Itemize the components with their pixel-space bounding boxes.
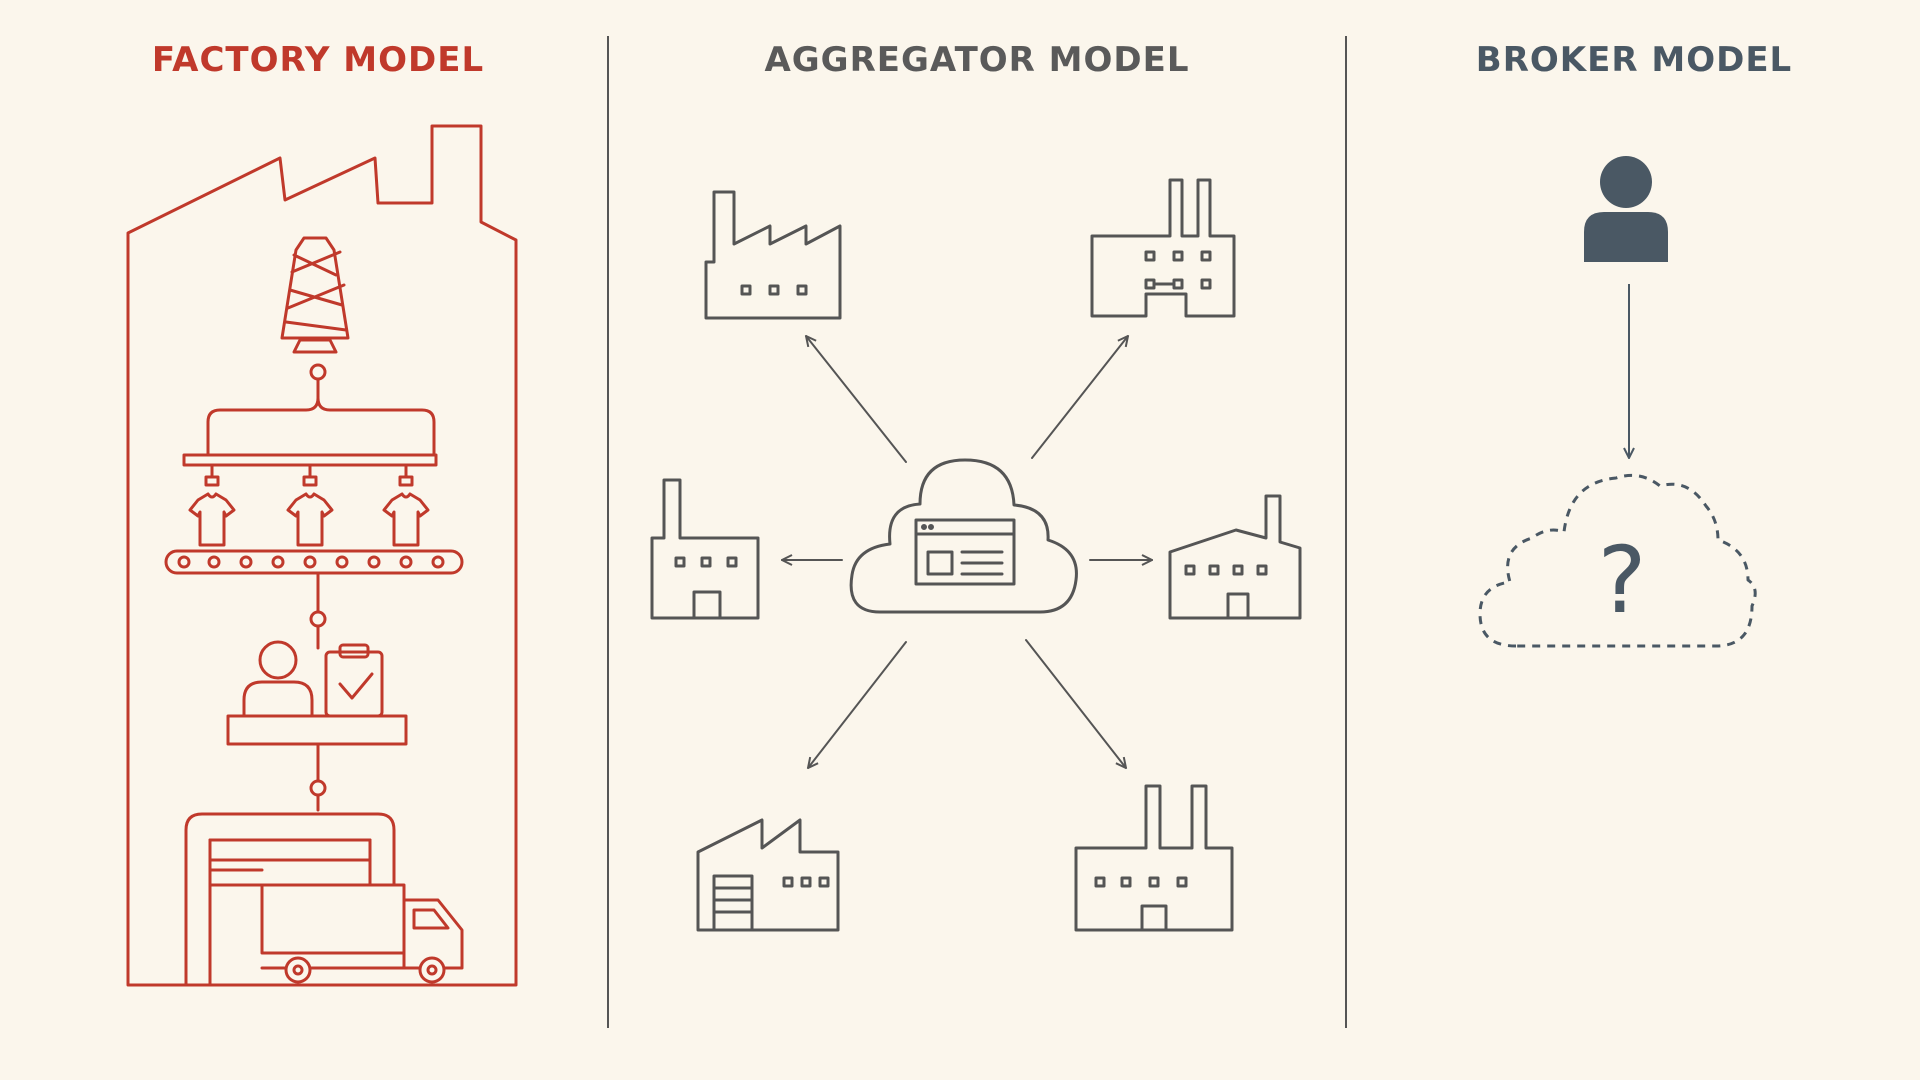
factory-panel <box>126 124 518 987</box>
delivery-truck-icon <box>260 883 464 984</box>
browser-window-icon <box>914 518 1016 586</box>
factory-icon-bottom-right <box>1074 784 1234 932</box>
broker-model-title: BROKER MODEL <box>1475 40 1793 80</box>
cloud-platform-icon <box>849 458 1078 614</box>
clipboard-check-icon <box>324 643 384 718</box>
aggregator-model-title: AGGREGATOR MODEL <box>764 40 1190 80</box>
aggregator-panel <box>650 178 1302 932</box>
broker-panel: ? <box>1478 156 1757 648</box>
factory-icon-top-right <box>1090 178 1236 318</box>
inspection-desk <box>226 714 408 746</box>
loading-dock-icon <box>184 812 396 987</box>
factory-icon-top-left <box>704 190 842 320</box>
question-mark-icon: ? <box>1598 527 1647 634</box>
quality-inspector-icon <box>242 640 314 718</box>
tshirt-hanger-2 <box>286 463 334 547</box>
factory-icon-mid-right <box>1168 494 1302 620</box>
factory-icon-mid-left <box>650 478 760 620</box>
tshirt-hanger-3 <box>382 463 430 547</box>
factory-building-outline <box>126 124 518 987</box>
distribution-arrows <box>781 336 1153 768</box>
yarn-spool-icon <box>280 236 350 381</box>
conveyor-rollers <box>177 555 445 569</box>
conveyor-belt <box>164 549 464 575</box>
factory-icon-bottom-left <box>696 818 840 932</box>
tshirt-hanger-1 <box>188 463 236 547</box>
factory-model-title: FACTORY MODEL <box>151 40 485 80</box>
broker-person-icon <box>1584 156 1668 262</box>
